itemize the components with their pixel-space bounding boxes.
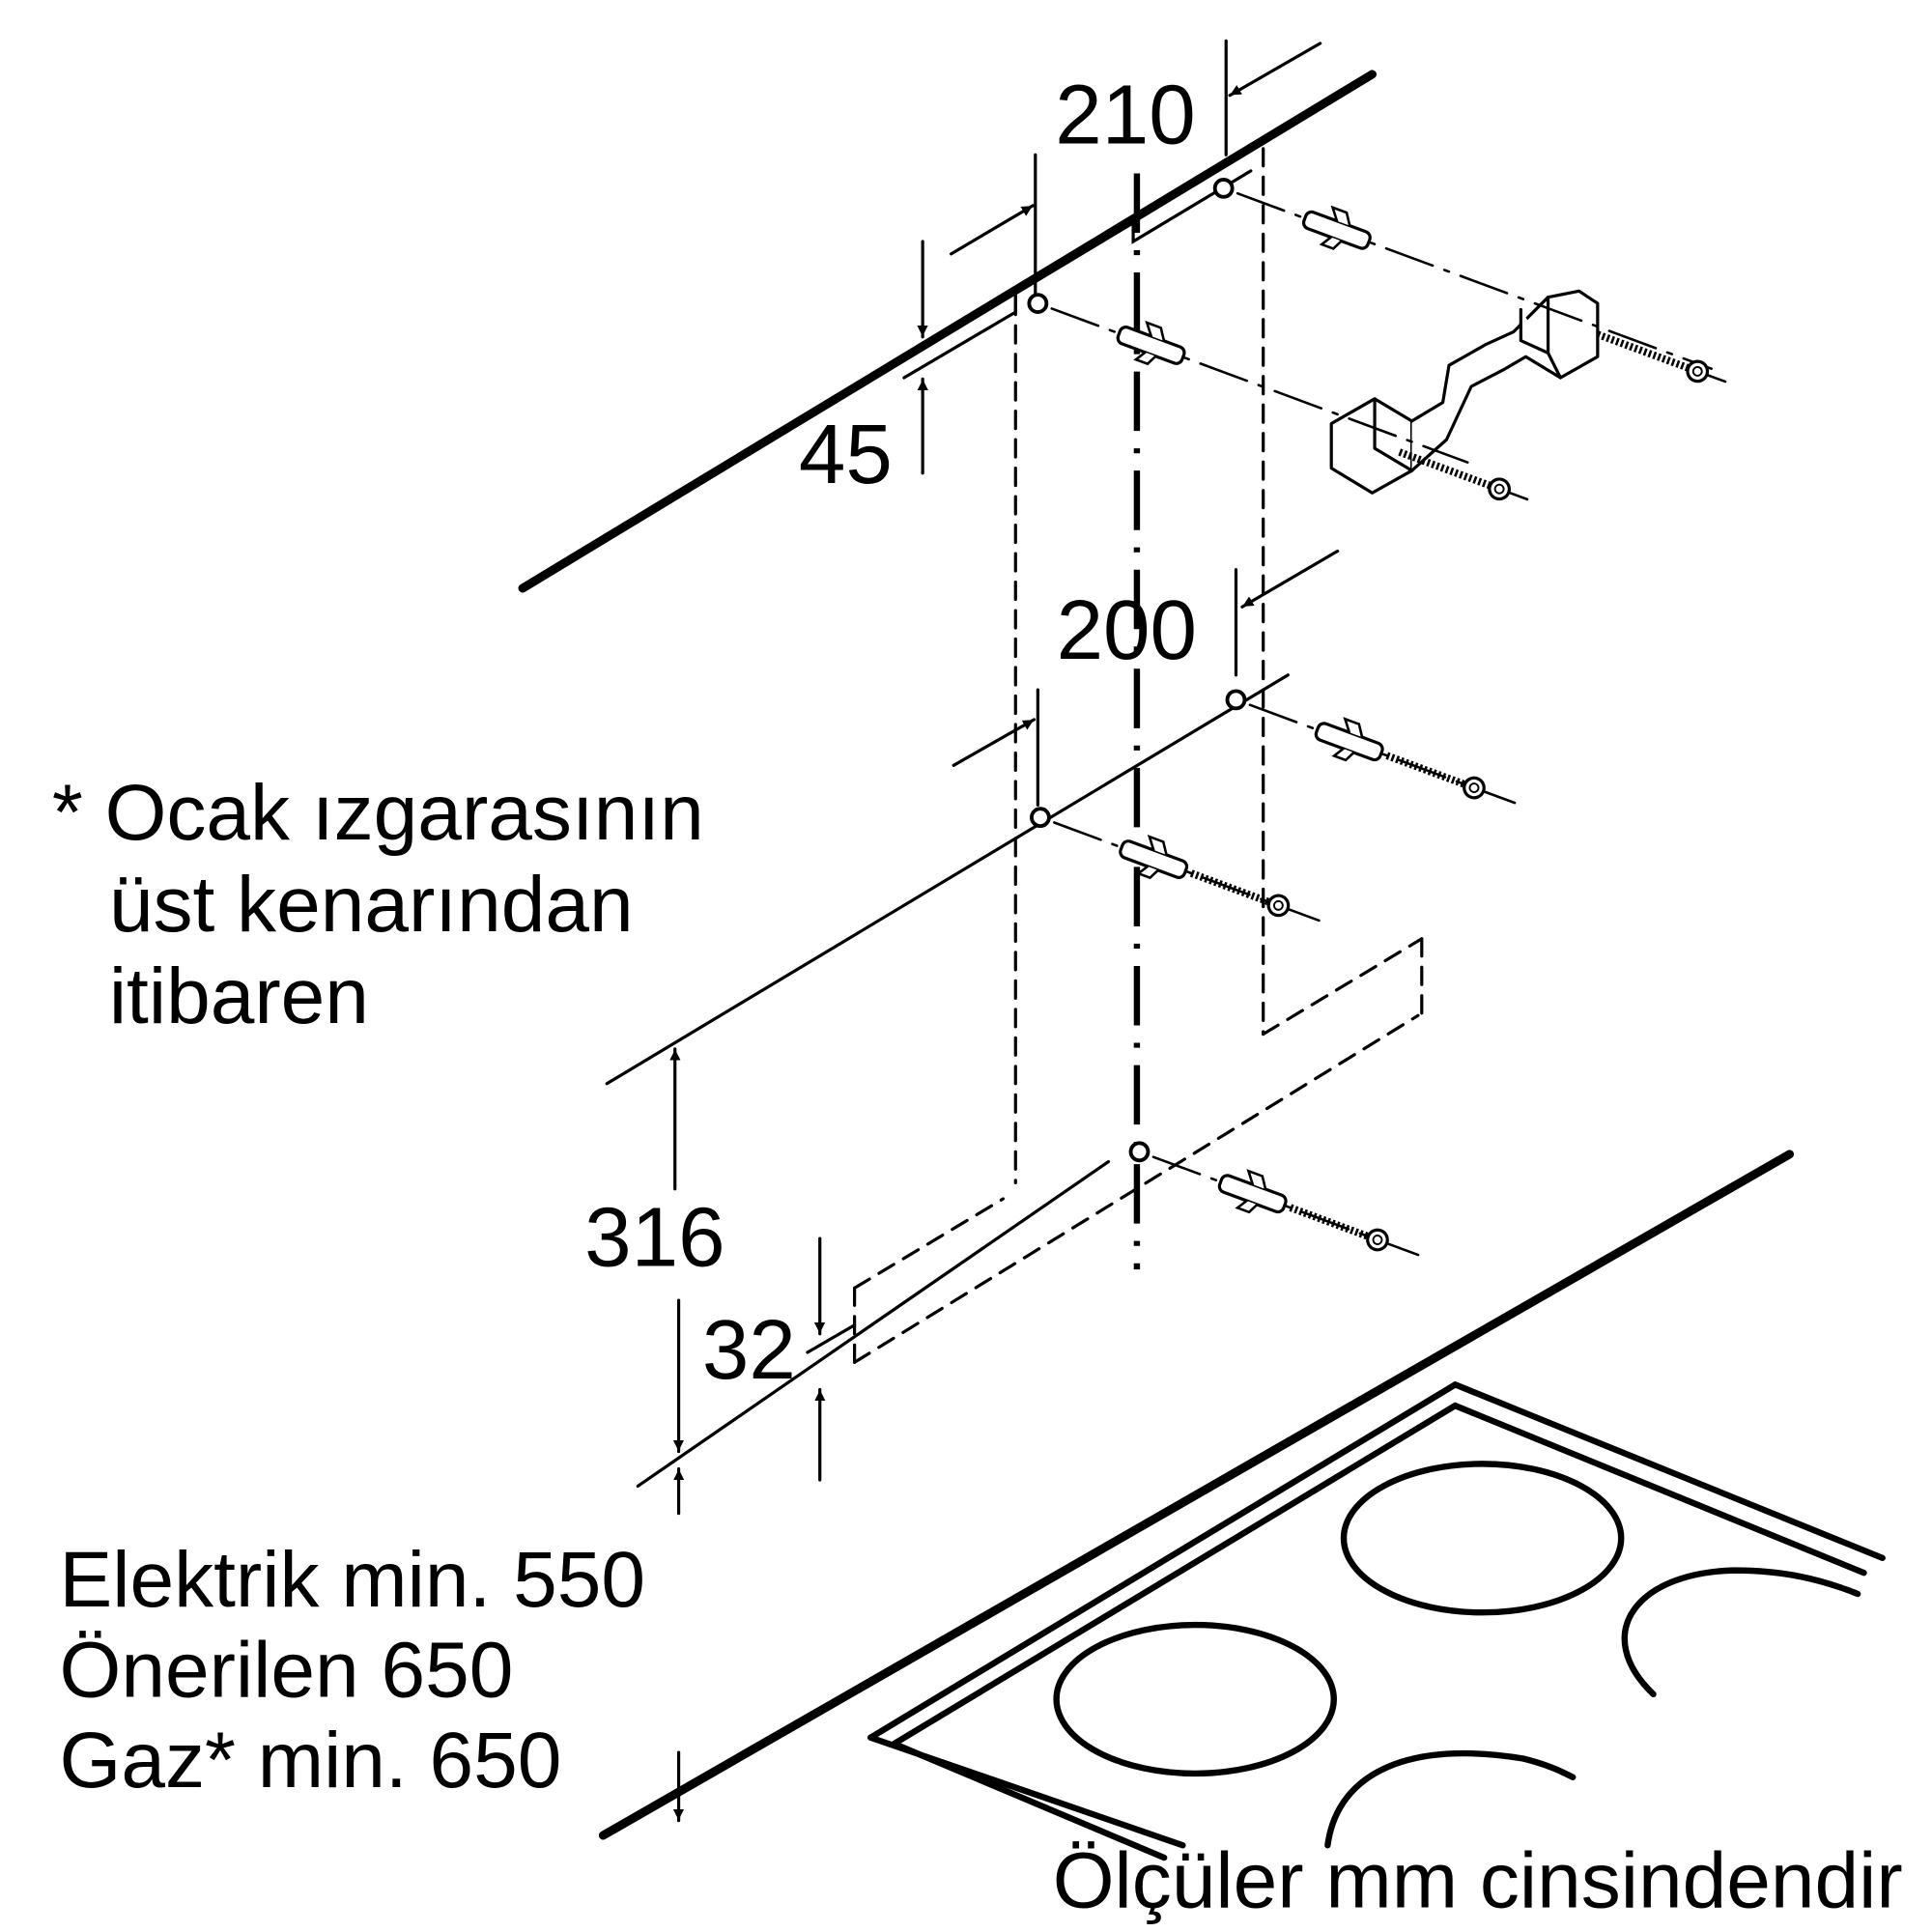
hob — [867, 1380, 1886, 1861]
dim-316: 316 — [584, 1190, 724, 1284]
mounting-holes — [1027, 177, 1247, 1163]
dowel-screw — [1050, 307, 1469, 464]
upper-mount-line — [902, 169, 1253, 380]
dowel-screw — [1248, 703, 1517, 805]
note-line-3: itibaren — [109, 952, 369, 1040]
height-recommended: Önerilen 650 — [60, 1626, 514, 1714]
dowel-screw — [1236, 191, 1713, 371]
dim-200: 200 — [1057, 583, 1197, 677]
dowel-screw — [1053, 821, 1321, 923]
burner-right — [1621, 1567, 1861, 1698]
dim-32: 32 — [702, 1303, 796, 1397]
height-gas: Gaz* min. 650 — [60, 1717, 562, 1804]
hood-outline-dashed — [853, 937, 1424, 1364]
dim-210-arrow-left — [950, 204, 1035, 256]
burner-front-right — [1324, 1749, 1577, 1849]
wall-bracket — [1329, 289, 1600, 495]
note-line-2: üst kenarından — [109, 861, 634, 949]
lower-edge-line-2 — [806, 1323, 857, 1354]
hob-edge-line — [598, 1150, 1795, 1840]
dim-45: 45 — [799, 408, 893, 501]
burner-front — [1053, 1621, 1337, 1777]
bracket-screw — [1596, 330, 1727, 384]
dowel-screw — [1151, 1155, 1420, 1257]
burner-back — [1340, 1461, 1625, 1616]
dim-200-arrow-right — [1240, 549, 1340, 609]
dim-210-arrow-right — [1228, 42, 1322, 98]
dim-210: 210 — [1055, 69, 1195, 162]
note-line-1: * Ocak ızgarasının — [52, 769, 704, 857]
lower-edge-line — [636, 1159, 1111, 1489]
height-electric: Elektrik min. 550 — [60, 1536, 645, 1624]
units-note: Ölçüler mm cinsindendir — [1053, 1836, 1903, 1924]
dim-200-arrow-left — [952, 718, 1037, 767]
middle-mount-line — [605, 673, 1290, 1086]
top-edge-line — [518, 70, 1377, 593]
bracket-screw — [1398, 448, 1529, 501]
dowels-and-screws — [1050, 191, 1727, 1257]
